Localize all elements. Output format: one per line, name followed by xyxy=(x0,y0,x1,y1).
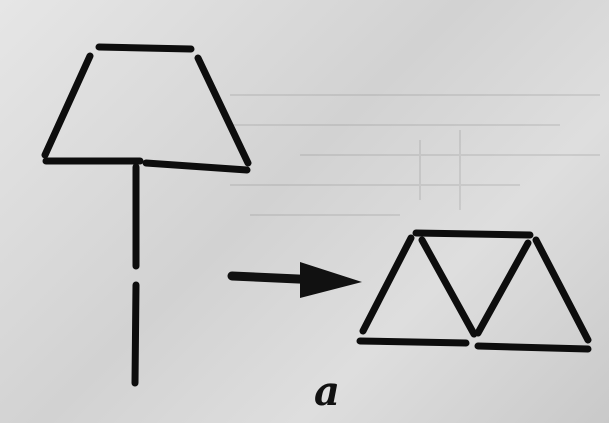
triangles-bottom-left-stick xyxy=(356,337,470,347)
lamp-bottom-right-stick xyxy=(142,159,251,174)
lamp-right-stick xyxy=(194,54,252,167)
lamp-top-stick xyxy=(95,43,195,53)
figure-label: a xyxy=(314,368,340,415)
lamp-pole-lower-stick xyxy=(131,281,140,387)
lamp-figure xyxy=(41,43,252,387)
triangles-bottom-right-stick xyxy=(474,342,592,353)
triangle-diagonal-1-stick xyxy=(418,236,478,338)
triangles-top-stick xyxy=(412,229,534,239)
triangles-figure xyxy=(356,229,592,353)
triangle-1-left-stick xyxy=(359,234,415,335)
arrow-right-icon xyxy=(227,262,362,298)
lamp-left-stick xyxy=(41,52,94,159)
triangle-diagonal-2-stick xyxy=(474,239,532,337)
triangle-3-right-stick xyxy=(532,236,592,344)
